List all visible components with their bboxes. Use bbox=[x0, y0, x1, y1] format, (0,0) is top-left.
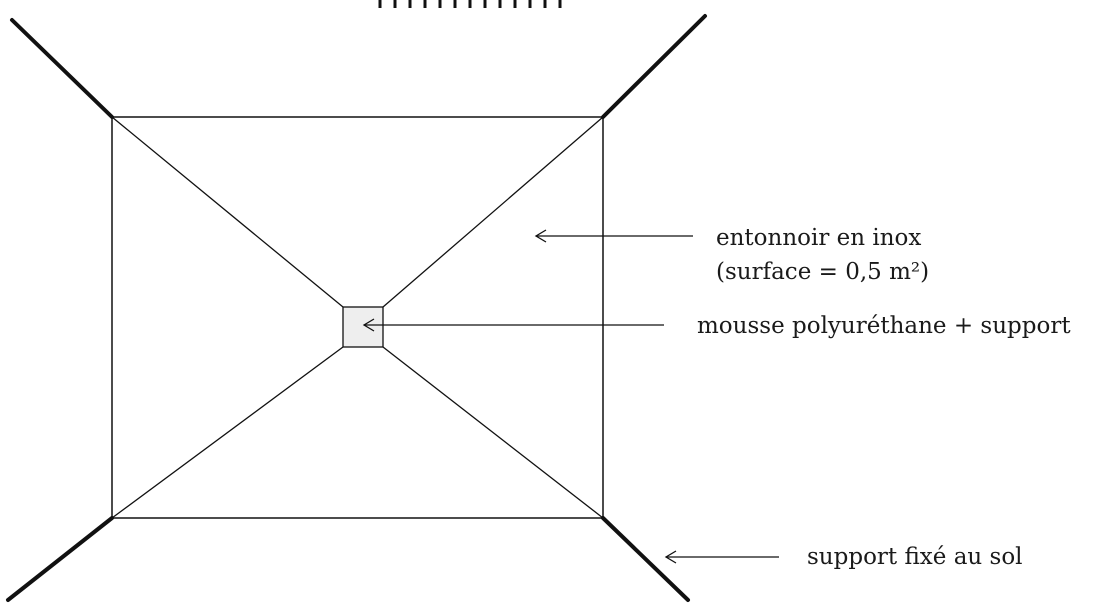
support-leg-top-left bbox=[10, 18, 114, 119]
support-leg-bottom-right bbox=[601, 516, 690, 602]
support-leg-top-right bbox=[601, 14, 707, 119]
arrow-ground-support bbox=[664, 550, 779, 564]
arrow-funnel bbox=[534, 229, 693, 243]
funnel-edge-bottom-left bbox=[111, 346, 344, 519]
funnel-edge-bottom-right bbox=[382, 346, 604, 519]
arrow-foam bbox=[362, 318, 664, 332]
surface-label: (surface = 0,5 m²) bbox=[716, 259, 929, 285]
ground-support-label: support fixé au sol bbox=[807, 544, 1023, 570]
support-leg-bottom-left bbox=[6, 516, 114, 602]
funnel-edge-top-left bbox=[111, 116, 344, 308]
funnel-edge-top-right bbox=[382, 116, 604, 308]
cropped-title-remnant bbox=[378, 0, 562, 8]
foam-label: mousse polyuréthane + support bbox=[697, 313, 1071, 339]
foam-block bbox=[342, 306, 384, 348]
funnel-rim bbox=[111, 116, 604, 519]
funnel-label: entonnoir en inox bbox=[716, 225, 921, 251]
